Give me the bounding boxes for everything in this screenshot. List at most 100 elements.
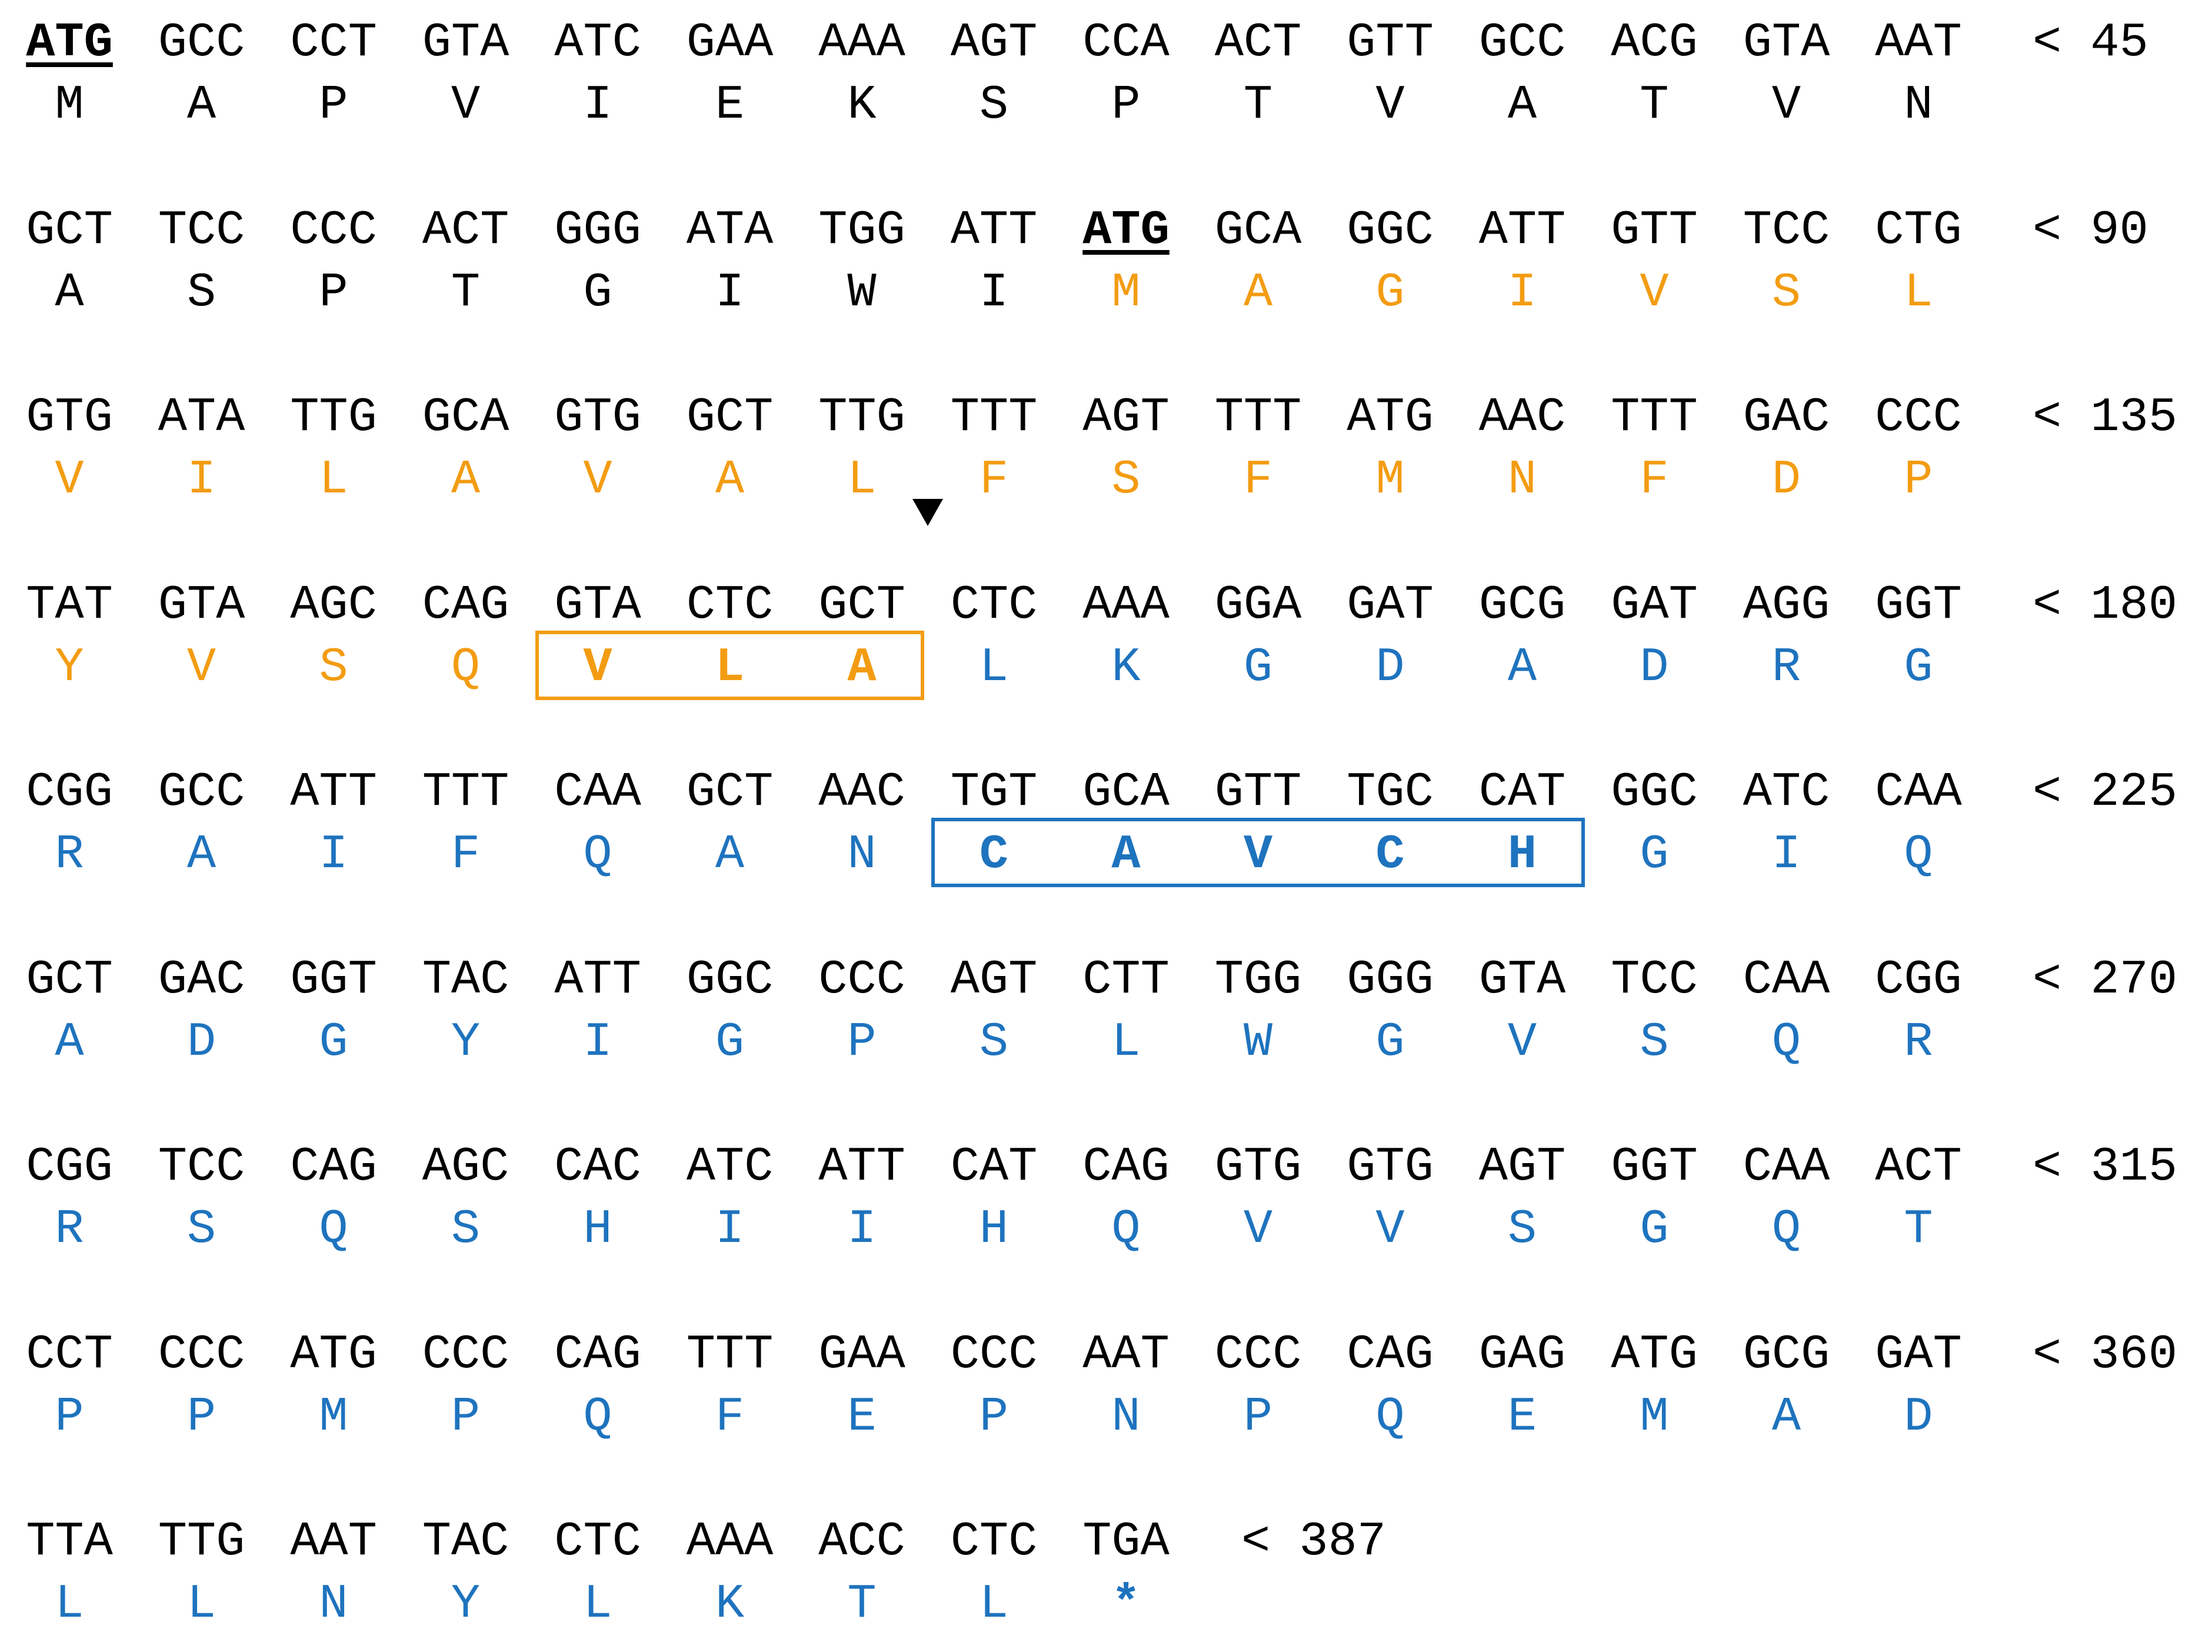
codon: CCC bbox=[1214, 1327, 1302, 1382]
amino-acid: E bbox=[847, 1389, 877, 1444]
codon: ACC bbox=[818, 1514, 905, 1569]
amino-acid: I bbox=[186, 452, 216, 507]
codon: AAA bbox=[686, 1514, 774, 1569]
position-label: < 225 bbox=[2033, 765, 2178, 820]
amino-acid: S bbox=[1640, 1014, 1669, 1070]
codon: ATC bbox=[686, 1140, 774, 1194]
amino-acid: S bbox=[319, 640, 348, 695]
codon: TAC bbox=[422, 952, 509, 1007]
amino-acid: L bbox=[1111, 1014, 1141, 1070]
codon: ATA bbox=[686, 202, 774, 258]
codon: AGC bbox=[290, 577, 377, 632]
codon: TGA bbox=[1082, 1514, 1170, 1569]
amino-acid: T bbox=[1904, 1202, 1933, 1257]
codon: AAT bbox=[1875, 15, 1962, 70]
codon: CCC bbox=[422, 1327, 509, 1382]
amino-acid: M bbox=[319, 1389, 348, 1444]
start-codon: ATG bbox=[1082, 202, 1170, 258]
amino-acid: V bbox=[1243, 827, 1273, 882]
amino-acid: V bbox=[451, 78, 481, 132]
position-label: < 315 bbox=[2033, 1140, 2178, 1194]
amino-acid: T bbox=[1243, 78, 1273, 132]
amino-acid: T bbox=[847, 1577, 877, 1631]
codon: CTG bbox=[1875, 202, 1962, 258]
amino-acid: K bbox=[1111, 640, 1141, 695]
codon: TCC bbox=[1611, 952, 1698, 1007]
amino-acid: V bbox=[583, 452, 612, 507]
amino-acid: G bbox=[1375, 265, 1405, 320]
codon: GAC bbox=[1743, 390, 1830, 445]
codon: GCC bbox=[158, 15, 245, 70]
amino-acid: S bbox=[979, 1014, 1009, 1070]
codon: TCC bbox=[158, 202, 245, 258]
amino-acid: I bbox=[715, 265, 745, 320]
stop-codon-marker: * bbox=[1111, 1577, 1141, 1631]
amino-acid: G bbox=[1243, 640, 1273, 695]
position-label: < 270 bbox=[2033, 952, 2178, 1007]
codon: AGT bbox=[1082, 390, 1170, 445]
codon: ATA bbox=[158, 390, 245, 445]
codon: CCC bbox=[158, 1327, 245, 1382]
position-label: < 135 bbox=[2033, 390, 2178, 445]
amino-acid: N bbox=[847, 827, 877, 882]
amino-acid: K bbox=[715, 1577, 745, 1631]
codon: TTT bbox=[422, 765, 509, 820]
amino-acid: A bbox=[55, 265, 84, 320]
codon: TCC bbox=[158, 1140, 245, 1194]
codon: GCT bbox=[818, 577, 905, 632]
codon: TGC bbox=[1347, 765, 1434, 820]
amino-acid: I bbox=[979, 265, 1009, 320]
amino-acid: E bbox=[715, 78, 745, 132]
codon: CAC bbox=[554, 1140, 641, 1194]
amino-acid: A bbox=[451, 452, 481, 507]
amino-acid: W bbox=[847, 265, 877, 320]
codon: ACT bbox=[1875, 1140, 1962, 1194]
codon: GAG bbox=[1478, 1327, 1566, 1382]
amino-acid: S bbox=[1111, 452, 1141, 507]
amino-acid: L bbox=[1904, 265, 1933, 320]
amino-acid: A bbox=[1771, 1389, 1801, 1444]
codon: GGC bbox=[1347, 202, 1434, 258]
amino-acid: N bbox=[1111, 1389, 1141, 1444]
amino-acid: L bbox=[979, 640, 1009, 695]
codon: TGG bbox=[1214, 952, 1302, 1007]
amino-acid: Q bbox=[1771, 1014, 1801, 1070]
codon: GCA bbox=[1214, 202, 1302, 258]
codon: GTT bbox=[1611, 202, 1698, 258]
amino-acid: V bbox=[55, 452, 84, 507]
amino-acid: C bbox=[979, 827, 1009, 882]
amino-acid: D bbox=[1640, 640, 1669, 695]
amino-acid: C bbox=[1375, 827, 1405, 882]
codon: TTG bbox=[158, 1514, 245, 1569]
codon: GCA bbox=[422, 390, 509, 445]
codon: GTA bbox=[422, 15, 509, 70]
codon: GTA bbox=[1478, 952, 1566, 1007]
amino-acid: L bbox=[319, 452, 348, 507]
codon: CAA bbox=[1743, 952, 1830, 1007]
amino-acid: Q bbox=[583, 827, 612, 882]
codon: ATT bbox=[554, 952, 641, 1007]
codon: ATC bbox=[554, 15, 641, 70]
codon: GCT bbox=[686, 390, 774, 445]
start-codon: ATG bbox=[26, 15, 113, 70]
amino-acid: S bbox=[979, 78, 1009, 132]
amino-acid: S bbox=[186, 265, 216, 320]
amino-acid: D bbox=[1771, 452, 1801, 507]
amino-acid: V bbox=[1243, 1202, 1273, 1257]
amino-acid: A bbox=[1507, 78, 1537, 132]
amino-acid: Q bbox=[1375, 1389, 1405, 1444]
amino-acid: P bbox=[319, 78, 348, 132]
amino-acid: P bbox=[319, 265, 348, 320]
codon: CGG bbox=[26, 1140, 113, 1194]
codon: AGT bbox=[950, 952, 1038, 1007]
codon: GGG bbox=[1347, 952, 1434, 1007]
codon: ATT bbox=[950, 202, 1038, 258]
amino-acid: M bbox=[55, 78, 84, 132]
codon: CCT bbox=[290, 15, 377, 70]
codon: CAT bbox=[1478, 765, 1566, 820]
codon: CTC bbox=[950, 577, 1038, 632]
position-label: < 387 bbox=[1241, 1514, 1387, 1569]
codon: TTA bbox=[26, 1514, 113, 1569]
codon: CTT bbox=[1082, 952, 1170, 1007]
codon: GTT bbox=[1214, 765, 1302, 820]
